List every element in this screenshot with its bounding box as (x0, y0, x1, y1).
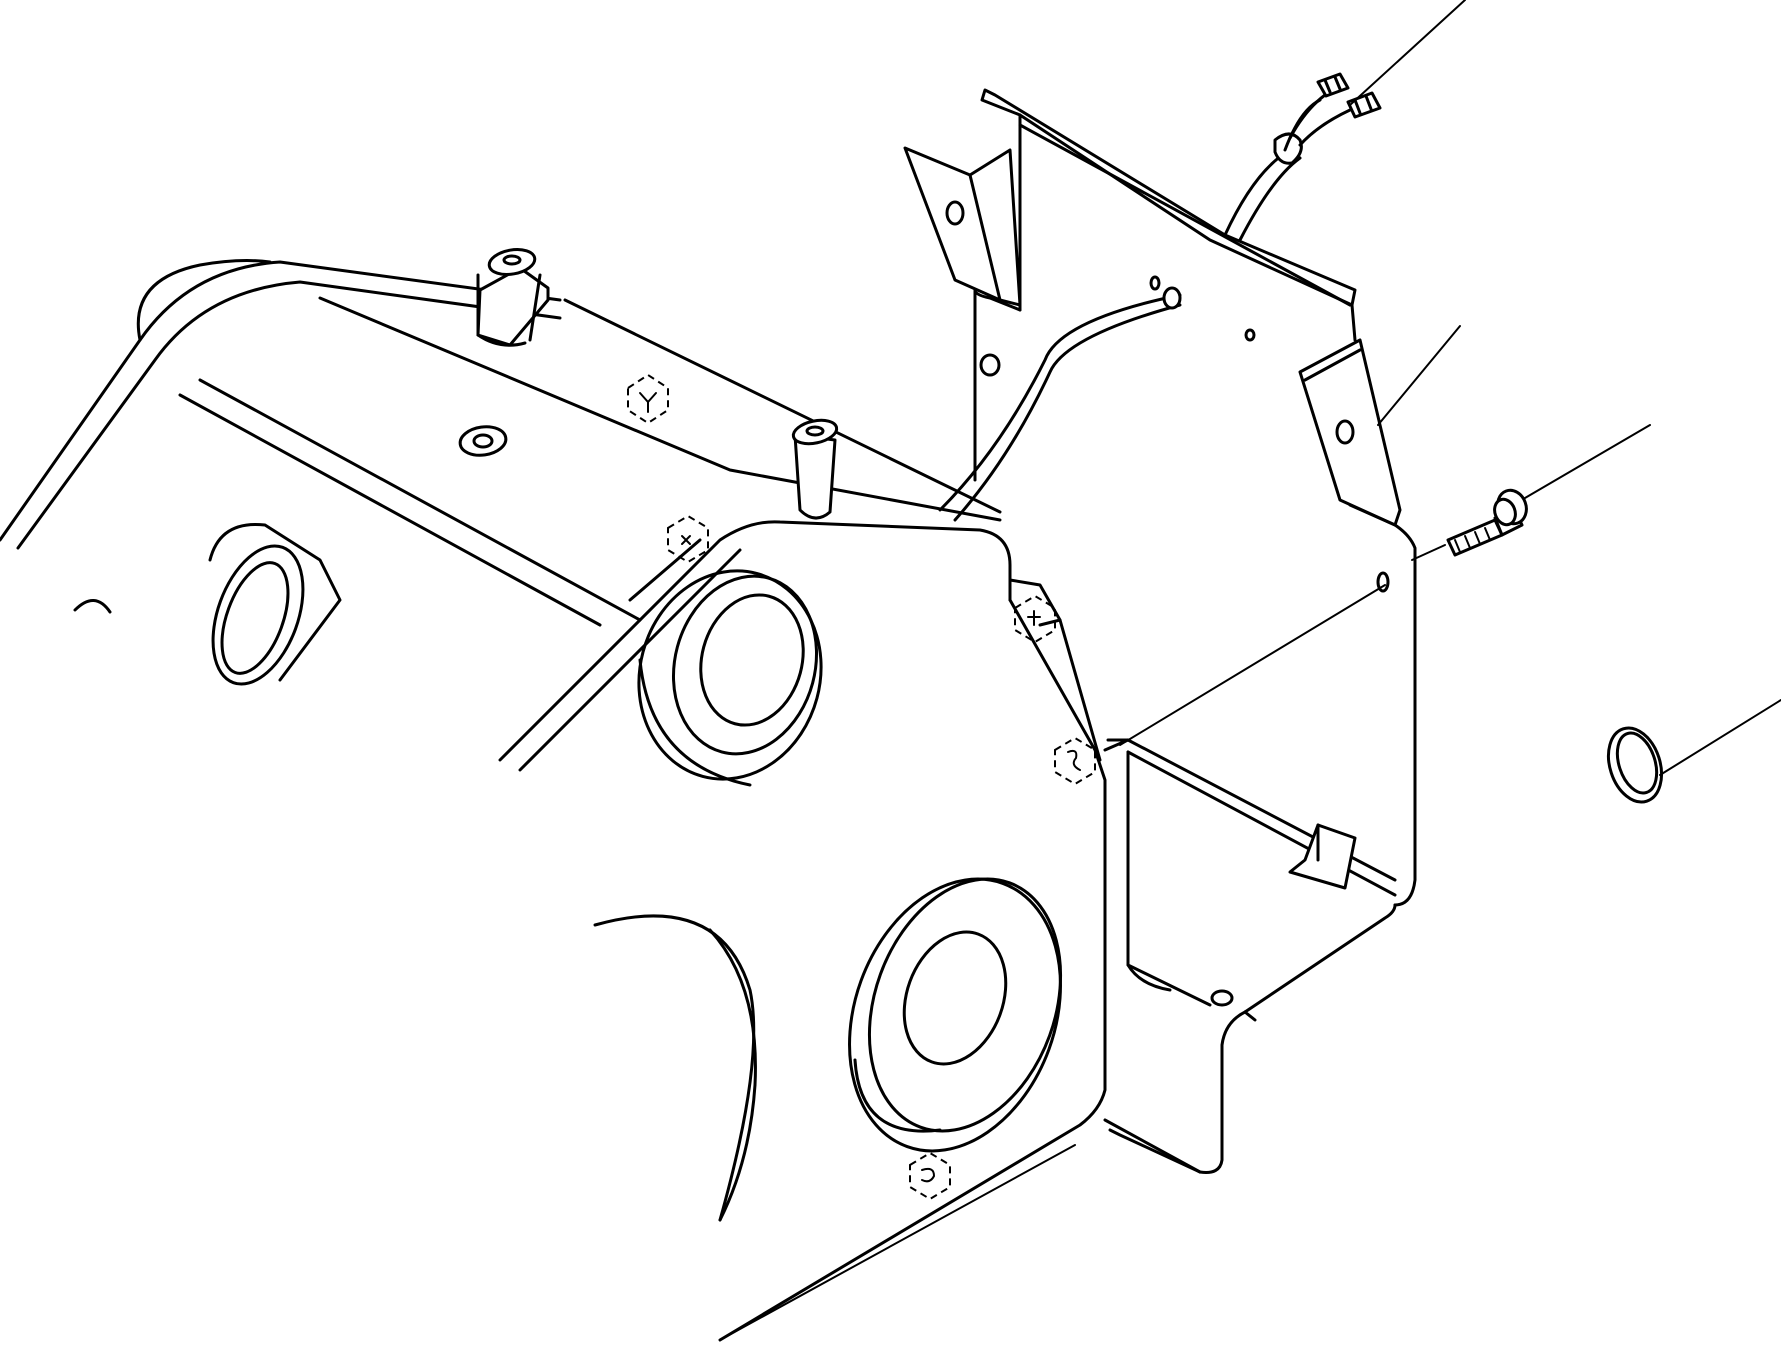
dowel-pin-left (476, 248, 550, 347)
leader-harness (1349, 0, 1466, 106)
leader-bolt-axis (1119, 584, 1386, 746)
mark-right-mid (1054, 736, 1096, 786)
bolt-hole-washer (458, 425, 508, 457)
mark-upper-left (667, 514, 709, 564)
harness-bracket (903, 88, 1417, 1174)
leader-bolt-axis-2 (1411, 544, 1446, 561)
o-ring (1606, 726, 1664, 804)
mark-top (627, 373, 669, 425)
dowel-pin-right (791, 418, 839, 520)
mark-right-upper (1014, 594, 1056, 644)
leader-bolt (1524, 424, 1651, 499)
mounting-bolt (1446, 488, 1528, 557)
upper-oil-seal (637, 569, 823, 787)
leader-bracket (1377, 325, 1461, 426)
leader-oring (1659, 699, 1781, 776)
engine-front-cover (0, 259, 1107, 1342)
wire-harness (1223, 93, 1352, 242)
leader-cover (719, 1144, 1076, 1341)
connector-2 (1346, 91, 1382, 119)
mark-bottom (909, 1151, 951, 1201)
connector-1 (1316, 72, 1350, 98)
lower-oil-seal (848, 877, 1063, 1153)
